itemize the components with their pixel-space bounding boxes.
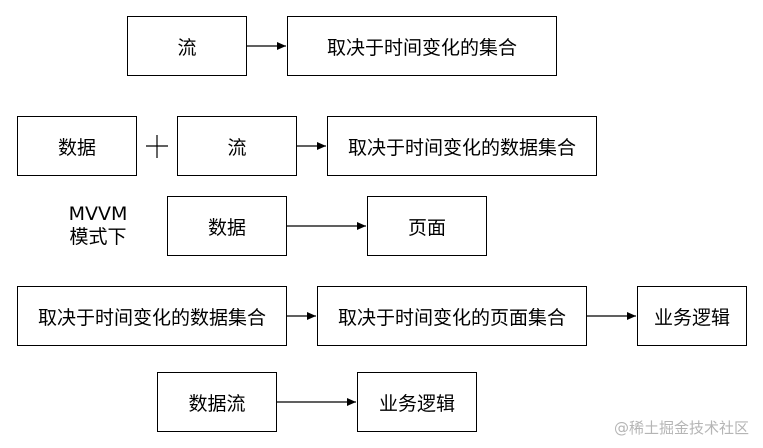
box-data-stream: 数据流	[157, 372, 277, 432]
mvvm-label-line2: 模式下	[69, 226, 127, 248]
box-time-varying-page-set: 取决于时间变化的页面集合	[317, 286, 587, 346]
box-time-varying-data-set-2: 取决于时间变化的数据集合	[17, 286, 287, 346]
box-page: 页面	[367, 196, 487, 256]
box-data-mvvm: 数据	[167, 196, 287, 256]
mvvm-label: MVVM 模式下	[50, 203, 146, 249]
box-data: 数据	[17, 116, 137, 176]
box-time-varying-set: 取决于时间变化的集合	[287, 16, 557, 76]
box-stream-2: 流	[177, 116, 297, 176]
mvvm-label-line1: MVVM	[68, 203, 128, 225]
box-stream: 流	[127, 16, 247, 76]
box-business-logic-2: 业务逻辑	[357, 372, 477, 432]
box-business-logic: 业务逻辑	[637, 286, 747, 346]
box-time-varying-data-set: 取决于时间变化的数据集合	[327, 116, 597, 176]
watermark: @稀土掘金技术社区	[613, 419, 749, 437]
